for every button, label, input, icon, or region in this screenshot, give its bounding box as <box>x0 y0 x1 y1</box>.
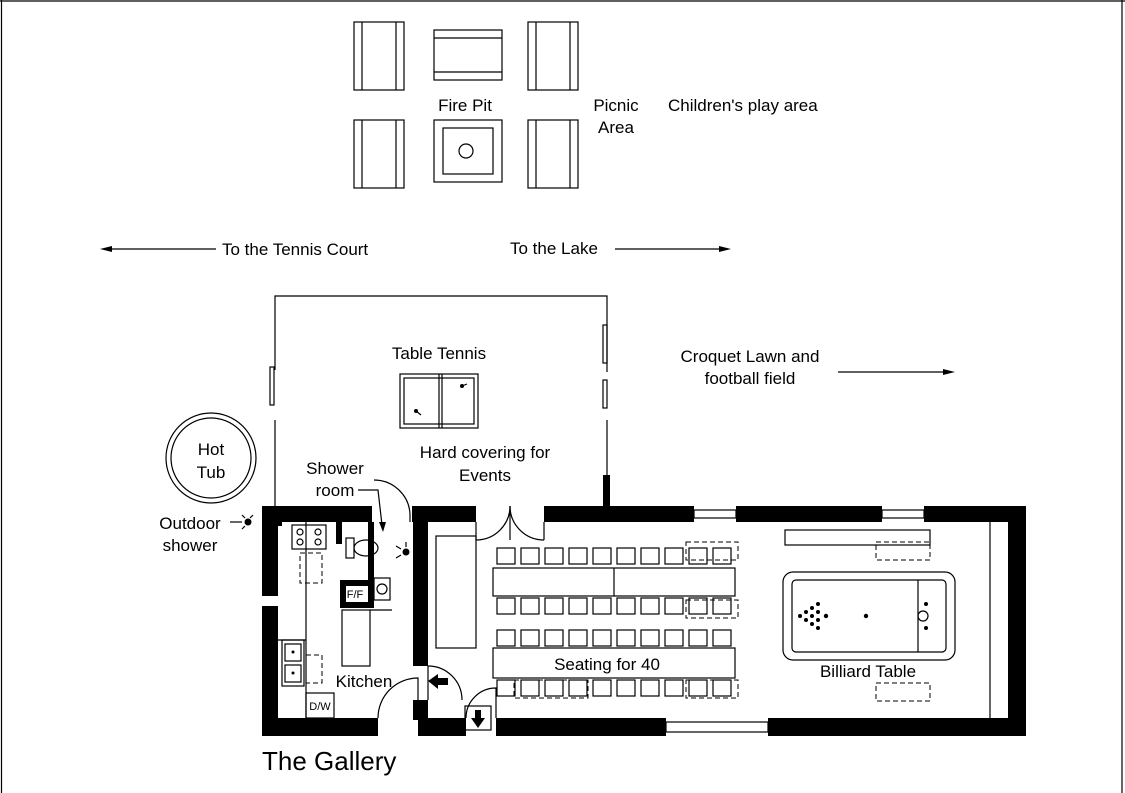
entry-arrow-down-icon <box>464 705 492 731</box>
shower-head-icon <box>395 542 410 559</box>
chair <box>664 547 684 565</box>
chair <box>520 597 540 615</box>
tennis-court-label: To the Tennis Court <box>222 240 368 259</box>
shower-room-leader <box>358 489 386 532</box>
chair <box>544 629 564 647</box>
chair <box>664 679 684 697</box>
table-tennis-icon <box>399 373 479 429</box>
chair <box>592 629 612 647</box>
outdoor-shower-label-line1: Outdoor <box>159 514 221 533</box>
kitchen-fittings <box>278 522 392 719</box>
chair <box>520 629 540 647</box>
main-room-furniture <box>435 522 991 718</box>
chair <box>568 629 588 647</box>
dining-table-bottom <box>492 647 736 679</box>
arrow-left-icon <box>100 246 216 252</box>
bench-top-left <box>353 21 405 91</box>
chair <box>640 629 660 647</box>
billiard-table-label: Billiard Table <box>820 662 916 681</box>
chair <box>520 679 540 697</box>
outdoor-shower-icon <box>230 514 254 530</box>
shower-room-label-line1: Shower <box>306 459 364 478</box>
chair <box>712 629 732 647</box>
croquet-label-line1: Croquet Lawn and <box>681 347 820 366</box>
hot-tub-label-line2: Tub <box>197 463 226 482</box>
hot-tub-label-line1: Hot <box>198 440 225 459</box>
chair <box>640 547 660 565</box>
hard-covering-label-line2: Events <box>459 466 511 485</box>
chair <box>496 629 516 647</box>
chair <box>712 597 732 615</box>
chair <box>616 547 636 565</box>
fire-pit-label: Fire Pit <box>438 96 492 115</box>
fire-pit-icon <box>433 119 503 183</box>
doors <box>373 479 545 719</box>
chair <box>544 547 564 565</box>
chair <box>664 629 684 647</box>
chair <box>568 597 588 615</box>
hob-icon <box>291 524 327 550</box>
chair <box>640 597 660 615</box>
chair <box>712 679 732 697</box>
chair <box>688 679 708 697</box>
chair <box>544 679 564 697</box>
lake-label: To the Lake <box>510 239 598 258</box>
bench-top-right <box>527 21 579 91</box>
fridge-freezer-label: F/F <box>347 589 364 601</box>
hot-tub-icon <box>165 412 257 504</box>
stacked-chairs <box>513 541 931 702</box>
table-tennis-enclosure <box>269 295 610 506</box>
table-tennis-label: Table Tennis <box>392 344 486 363</box>
page-title: The Gallery <box>262 746 396 776</box>
chair <box>616 679 636 697</box>
picnic-furniture <box>353 21 579 189</box>
chair <box>568 547 588 565</box>
chair <box>592 597 612 615</box>
chair <box>592 547 612 565</box>
shower-room-label-line2: room <box>316 481 355 500</box>
chair <box>688 547 708 565</box>
chair <box>592 679 612 697</box>
play-area-label: Children's play area <box>668 96 818 115</box>
dishwasher-label: D/W <box>309 701 331 713</box>
outdoor-shower-label-line2: shower <box>163 536 218 555</box>
bench-bottom-right <box>527 119 579 189</box>
arrow-right-croquet-icon <box>838 369 955 375</box>
bench-bottom-left <box>353 119 405 189</box>
toilet-icon <box>345 537 379 559</box>
hard-covering-label-line1: Hard covering for <box>420 443 551 462</box>
chair <box>664 597 684 615</box>
sink-icon <box>281 639 305 687</box>
croquet-label-line2: football field <box>705 369 796 388</box>
chair <box>688 629 708 647</box>
chair <box>568 679 588 697</box>
chair <box>616 629 636 647</box>
building-walls <box>262 506 1026 736</box>
picnic-label-line2: Area <box>598 118 634 137</box>
chair <box>520 547 540 565</box>
chair <box>712 547 732 565</box>
chair <box>616 597 636 615</box>
bench-seat <box>784 529 931 546</box>
entry-arrow-left-icon <box>428 674 448 689</box>
picnic-label-line1: Picnic <box>593 96 639 115</box>
billiard-table-icon <box>782 571 956 661</box>
chair <box>544 597 564 615</box>
chair <box>688 597 708 615</box>
kitchen-label: Kitchen <box>336 672 393 691</box>
arrow-right-icon <box>615 246 731 252</box>
chair <box>640 679 660 697</box>
chair <box>496 547 516 565</box>
bench-top-middle <box>433 29 503 81</box>
basin-icon <box>373 577 391 601</box>
seating-label: Seating for 40 <box>554 655 660 674</box>
chair <box>496 679 516 697</box>
chair <box>496 597 516 615</box>
